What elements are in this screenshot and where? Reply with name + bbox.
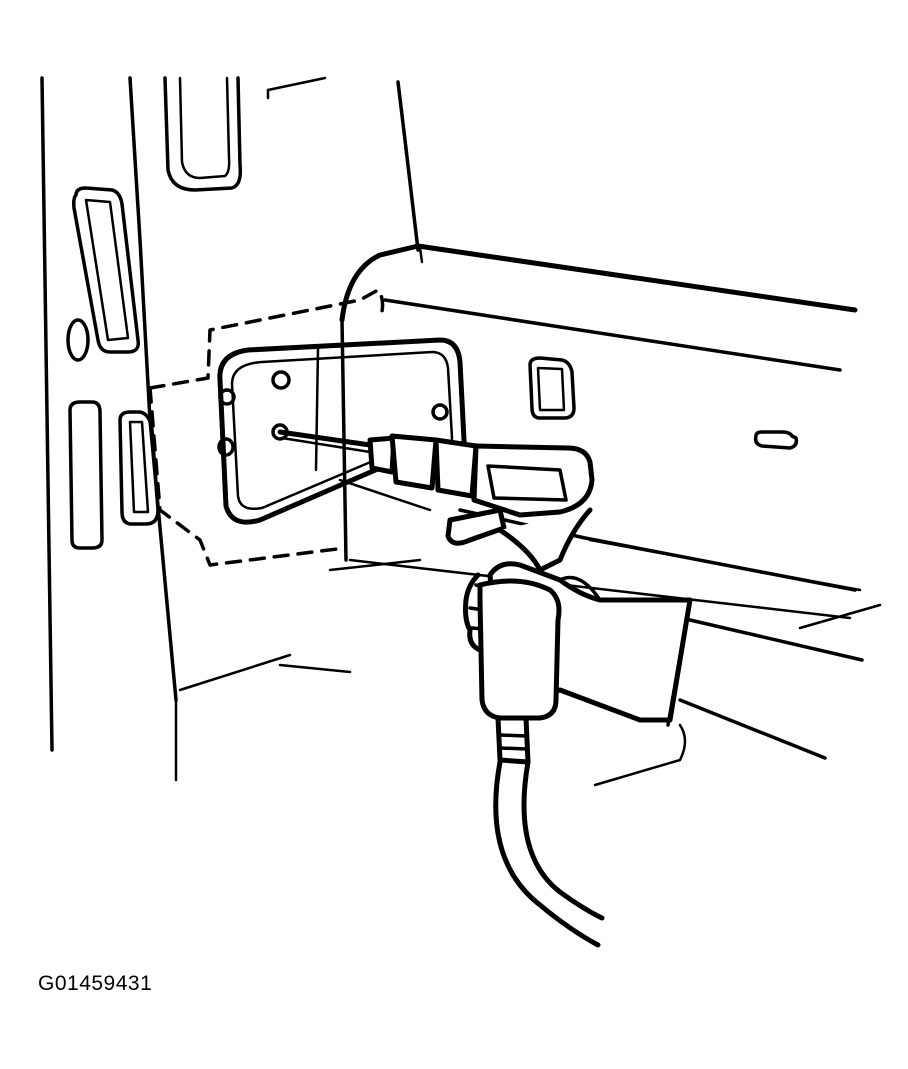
body-pillar xyxy=(40,76,424,782)
dashed-panel-outline xyxy=(148,288,385,567)
pillar-openings xyxy=(66,186,160,550)
figure-id-label: G01459431 xyxy=(38,972,153,995)
drill-tool xyxy=(277,429,595,573)
upper-cutout xyxy=(163,76,243,192)
door-panel xyxy=(178,243,882,787)
hand xyxy=(463,561,693,727)
air-hose xyxy=(493,715,605,948)
